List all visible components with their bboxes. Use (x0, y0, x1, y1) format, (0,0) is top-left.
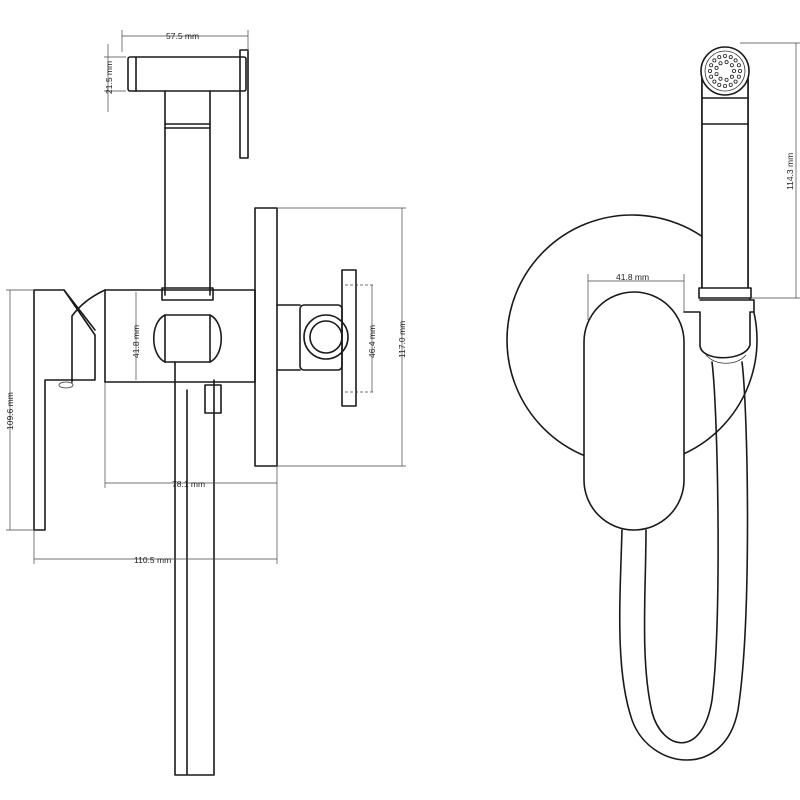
handshower-head-side (127, 49, 249, 159)
dim-plate-height: 117.0 mm (397, 321, 407, 358)
spray-nozzle (736, 74, 741, 79)
lever-side (33, 289, 96, 531)
spray-nozzle (714, 72, 719, 77)
spray-nozzle (728, 82, 733, 87)
dim-front-body-width: 41.8 mm (616, 272, 649, 282)
spray-nozzle (732, 69, 737, 74)
spray-nozzle (718, 76, 723, 81)
spray-nozzle (708, 69, 713, 74)
valve-body-front (583, 291, 685, 531)
spray-nozzle (717, 82, 722, 87)
hose-front-inner (643, 361, 719, 744)
dim-holder-height: 46.4 mm (367, 325, 377, 358)
spray-nozzle (733, 79, 738, 84)
spray-nozzle (712, 79, 717, 84)
side-dimensions (6, 30, 406, 564)
spray-nozzle (729, 74, 734, 79)
spray-nozzle (729, 63, 734, 68)
spray-nozzle (728, 55, 733, 60)
spray-nozzle (709, 74, 714, 79)
spray-nozzle (709, 63, 714, 68)
dim-head-length: 57.5 mm (166, 31, 199, 41)
side-view: 57.5 mm 21.5 mm 41.8 mm 46.4 mm 117.0 mm… (5, 30, 407, 776)
front-dimensions (587, 42, 800, 320)
dim-body-depth: 78.1 mm (172, 479, 205, 489)
dim-overall-depth: 110.5 mm (134, 555, 171, 565)
dim-lever-height: 109.6 mm (5, 392, 15, 430)
holder-side (276, 269, 357, 407)
spray-nozzle (714, 65, 719, 70)
hose-front (618, 361, 749, 761)
holder-front (683, 299, 755, 364)
spray-nozzle (736, 63, 741, 68)
spray-nozzles (708, 54, 743, 89)
spray-nozzle (718, 61, 723, 66)
spray-nozzle (723, 54, 728, 59)
spray-nozzle (733, 58, 738, 63)
front-view: 41.8 mm 114.3 mm (506, 42, 800, 761)
handshower-handle-side (161, 90, 214, 301)
dim-head-height: 21.5 mm (104, 61, 114, 94)
spray-nozzle (724, 77, 729, 82)
dim-handshower-height: 114.3 mm (785, 153, 795, 190)
wall-plate-side (254, 207, 278, 467)
spray-nozzle (724, 60, 729, 65)
spray-nozzle (712, 58, 717, 63)
spray-nozzle (723, 84, 728, 89)
spray-nozzle (738, 69, 743, 74)
hose-side (174, 361, 215, 776)
dim-body-diameter: 41.8 mm (131, 325, 141, 358)
valve-body-side (71, 289, 256, 414)
spray-nozzle (717, 55, 722, 60)
